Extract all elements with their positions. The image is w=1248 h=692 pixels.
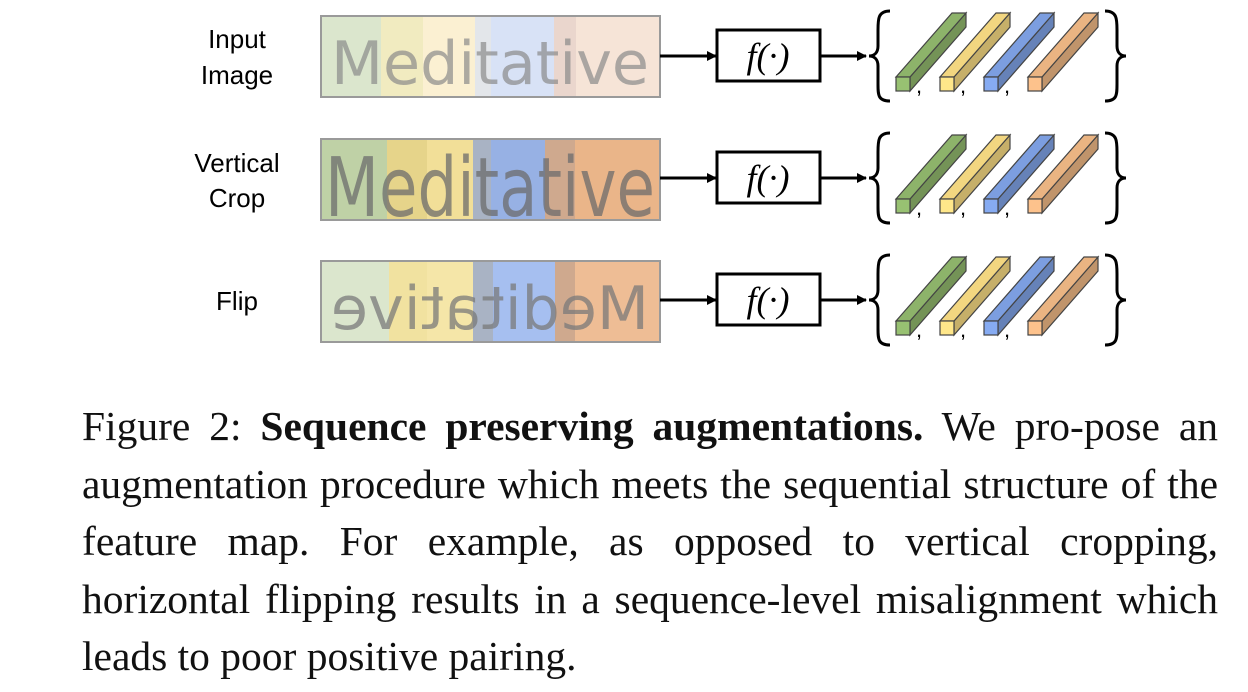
feature-separator: , <box>1004 317 1010 342</box>
caption-label: Figure 2: <box>82 403 242 449</box>
brace-right-2 <box>1104 131 1127 225</box>
feature-column-3-4 <box>1026 255 1100 337</box>
brace-left-2 <box>868 131 891 225</box>
feature-column-1-1 <box>894 11 968 93</box>
feature-sequence-3: ,,, <box>868 253 1127 347</box>
function-label-3: f(·) <box>747 280 790 320</box>
input-word-image: Meditative <box>320 15 661 99</box>
crop-word-image: Meditative <box>320 138 661 236</box>
row-input-image: Input Image Meditative f(·) ,,, <box>201 9 1127 103</box>
feature-separator: , <box>960 195 966 220</box>
crop-word-text: Meditative <box>325 141 655 236</box>
feature-column-2-4 <box>1026 133 1100 215</box>
brace-left-1 <box>868 9 891 103</box>
feature-separator: , <box>1004 73 1010 98</box>
row-label-flip: Flip <box>216 286 258 316</box>
caption-body-rest: pose an augmentation procedure which mee… <box>82 403 1218 679</box>
brace-left-3 <box>868 253 891 347</box>
function-label-2: f(·) <box>747 158 790 198</box>
feature-separator: , <box>960 317 966 342</box>
caption-body-line1: We pro- <box>941 403 1084 449</box>
feature-separator: , <box>916 73 922 98</box>
caption-title: Sequence preserving augmentations. <box>260 403 924 449</box>
feature-sequence-2: ,,, <box>868 131 1127 225</box>
feature-sequence-1: ,,, <box>868 9 1127 103</box>
augmentation-figure: Input Image Meditative f(·) ,,, Vertical… <box>194 9 1127 347</box>
flip-word-text: Meditative <box>331 274 649 344</box>
feature-separator: , <box>1004 195 1010 220</box>
function-box-2 <box>715 150 822 205</box>
row-vertical-crop: Vertical Crop Meditative f(·) ,,, <box>194 131 1127 236</box>
feature-column-3-1 <box>894 255 968 337</box>
row-flip: Flip Meditative f(·) ,,, <box>216 253 1127 347</box>
feature-separator: , <box>960 73 966 98</box>
function-box-1 <box>715 28 822 83</box>
feature-column-3-3 <box>982 255 1056 337</box>
function-label-1: f(·) <box>747 36 790 76</box>
feature-column-1-2 <box>938 11 1012 93</box>
function-box-3 <box>715 272 822 327</box>
brace-right-1 <box>1104 9 1127 103</box>
feature-column-2-3 <box>982 133 1056 215</box>
feature-separator: , <box>916 317 922 342</box>
flip-word-image: Meditative <box>320 260 661 344</box>
figure-caption: Figure 2: Sequence preserving augmentati… <box>82 398 1218 686</box>
feature-separator: , <box>916 195 922 220</box>
input-word-text: Meditative <box>331 29 649 99</box>
feature-column-3-2 <box>938 255 1012 337</box>
feature-columns-2: ,,, <box>894 133 1100 220</box>
row-label-input-line2: Image <box>201 60 273 90</box>
feature-columns-3: ,,, <box>894 255 1100 342</box>
row-label-crop-line1: Vertical <box>194 148 279 178</box>
feature-column-1-4 <box>1026 11 1100 93</box>
brace-right-3 <box>1104 253 1127 347</box>
feature-columns-1: ,,, <box>894 11 1100 98</box>
feature-column-2-2 <box>938 133 1012 215</box>
feature-column-2-1 <box>894 133 968 215</box>
row-label-input-line1: Input <box>208 24 267 54</box>
feature-column-1-3 <box>982 11 1056 93</box>
row-label-crop-line2: Crop <box>209 183 265 213</box>
